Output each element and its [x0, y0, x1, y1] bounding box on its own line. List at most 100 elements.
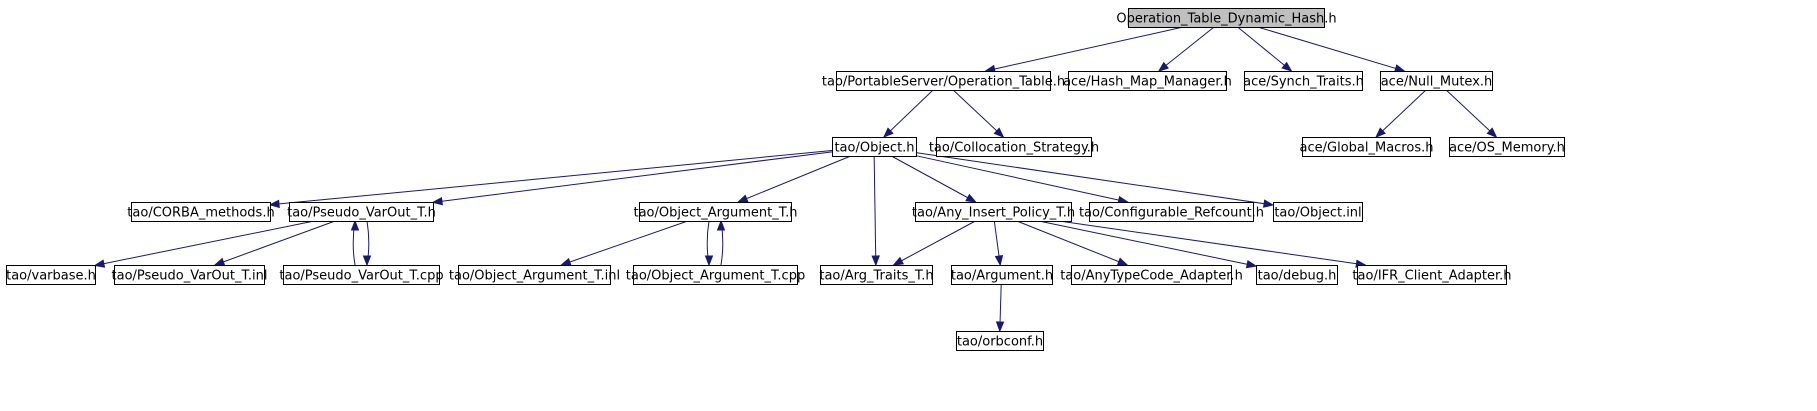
edge-object-to-conf_refcount	[915, 155, 1128, 203]
arrowhead-icon	[1245, 260, 1258, 269]
edge-pseudo_varout-to-pseudo_inl	[214, 220, 336, 266]
edge-obj_arg-to-obj_arg_inl	[561, 220, 688, 266]
node-varbase[interactable]: tao/varbase.h	[6, 265, 96, 285]
node-box	[1071, 265, 1232, 285]
arrowhead-icon	[1486, 127, 1498, 138]
node-colloc[interactable]: tao/Collocation_Strategy.h	[929, 137, 1099, 157]
edge-object-to-arg_traits	[873, 155, 877, 266]
node-pseudo-varout[interactable]: tao/Pseudo_VarOut_T.h	[287, 202, 436, 222]
node-obj-arg-cpp[interactable]: tao/Object_Argument_T.cpp	[626, 265, 805, 285]
edge-null_mutex-to-global_macros	[1375, 89, 1427, 138]
node-pseudo-cpp[interactable]: tao/Pseudo_VarOut_T.cpp	[279, 265, 444, 285]
node-label: tao/CORBA_methods.h	[127, 206, 274, 221]
edge-object-to-object_inl	[915, 152, 1274, 206]
node-label: tao/orbconf.h	[957, 335, 1043, 350]
node-label: tao/Pseudo_VarOut_T.inl	[112, 269, 268, 284]
node-box	[1273, 202, 1363, 222]
node-op-table[interactable]: tao/PortableServer/Operation_Table.h	[822, 71, 1065, 91]
node-obj-arg-inl[interactable]: tao/Object_Argument_T.inl	[449, 265, 620, 285]
node-label: ace/Global_Macros.h	[1300, 141, 1434, 156]
node-label: ace/Null_Mutex.h	[1381, 75, 1493, 90]
node-box	[1068, 71, 1227, 91]
node-conf-refcount[interactable]: tao/Configurable_Refcount.h	[1079, 202, 1264, 222]
arrowhead-icon	[362, 255, 372, 267]
node-global-macros[interactable]: ace/Global_Macros.h	[1300, 137, 1434, 157]
arrowhead-icon	[993, 127, 1005, 138]
edge-any_insert-to-ifr	[1059, 220, 1366, 266]
arrowhead-icon	[1262, 199, 1275, 208]
node-label: Operation_Table_Dynamic_Hash.h	[1116, 12, 1336, 27]
arrowhead-icon	[995, 321, 1005, 333]
node-label: tao/Argument.h	[951, 269, 1053, 284]
node-object-inl[interactable]: tao/Object.inl	[1273, 202, 1363, 222]
edge-object-to-corba_methods	[269, 150, 833, 206]
edge-object-to-obj_arg	[738, 155, 851, 203]
arrowhead-icon	[1394, 64, 1406, 73]
arrowhead-icon	[892, 256, 905, 266]
node-synch[interactable]: ace/Synch_Traits.h	[1243, 71, 1364, 91]
node-obj-arg[interactable]: tao/Object_Argument_T.h	[633, 202, 798, 222]
node-label: tao/Object_Argument_T.inl	[449, 269, 620, 284]
node-box	[1244, 71, 1363, 91]
node-hash-map[interactable]: ace/Hash_Map_Manager.h	[1063, 71, 1232, 91]
node-box	[283, 265, 440, 285]
node-label: tao/Object_Argument_T.cpp	[626, 269, 805, 284]
edge-op_table-to-object	[883, 89, 934, 138]
node-label: tao/PortableServer/Operation_Table.h	[822, 75, 1065, 90]
node-box	[951, 265, 1053, 285]
node-anytype[interactable]: tao/AnyTypeCode_Adapter.h	[1060, 265, 1243, 285]
node-os-memory[interactable]: ace/OS_Memory.h	[1449, 137, 1565, 157]
edge-op_dyn-to-op_table	[985, 26, 1184, 72]
node-box	[633, 265, 798, 285]
node-argument[interactable]: tao/Argument.h	[951, 265, 1053, 285]
edge-any_insert-to-anytype	[1016, 220, 1128, 266]
node-label: tao/Arg_Traits_T.h	[819, 269, 933, 284]
arrowhead-icon	[350, 219, 360, 231]
node-box	[936, 137, 1092, 157]
node-arg-traits[interactable]: tao/Arg_Traits_T.h	[819, 265, 934, 285]
edge-op_dyn-to-synch	[1237, 26, 1292, 72]
node-box	[1449, 137, 1565, 157]
edge-object-to-any_insert	[891, 155, 976, 203]
node-label: tao/varbase.h	[6, 269, 96, 284]
node-box	[836, 71, 1051, 91]
node-null-mutex[interactable]: ace/Null_Mutex.h	[1380, 71, 1493, 91]
node-box	[956, 331, 1044, 351]
node-label: tao/Object_Argument_T.h	[633, 206, 797, 221]
node-box	[820, 265, 933, 285]
node-label: tao/Pseudo_VarOut_T.h	[287, 206, 436, 221]
arrowhead-icon	[1157, 61, 1169, 72]
arrowhead-icon	[871, 255, 880, 267]
node-label: tao/Collocation_Strategy.h	[929, 141, 1099, 156]
node-label: tao/Pseudo_VarOut_T.cpp	[279, 269, 443, 284]
node-box	[639, 202, 792, 222]
nodes-layer: Operation_Table_Dynamic_Hash.h tao/Portab…	[6, 8, 1565, 351]
node-label: tao/IFR_Client_Adapter.h	[1352, 269, 1511, 284]
edge-pseudo_varout-to-varbase	[94, 220, 315, 266]
node-box	[289, 202, 434, 222]
arrowhead-icon	[704, 255, 714, 267]
node-box	[1256, 265, 1338, 285]
node-label: ace/Hash_Map_Manager.h	[1063, 75, 1232, 90]
node-pseudo-inl[interactable]: tao/Pseudo_VarOut_T.inl	[112, 265, 268, 285]
arrowhead-icon	[882, 127, 894, 138]
node-debug[interactable]: tao/debug.h	[1256, 265, 1338, 285]
node-box	[1380, 71, 1493, 91]
edge-op_table-to-colloc	[952, 89, 1004, 138]
node-orbconf[interactable]: tao/orbconf.h	[956, 331, 1044, 351]
arrowhead-icon	[736, 194, 749, 203]
node-ifr[interactable]: tao/IFR_Client_Adapter.h	[1352, 265, 1512, 285]
node-box	[832, 137, 917, 157]
node-corba-methods[interactable]: tao/CORBA_methods.h	[127, 202, 275, 222]
node-box	[1302, 137, 1431, 157]
arrowhead-icon	[431, 196, 443, 206]
node-label: ace/Synch_Traits.h	[1243, 75, 1364, 90]
node-label: tao/AnyTypeCode_Adapter.h	[1060, 269, 1243, 284]
node-op-dyn[interactable]: Operation_Table_Dynamic_Hash.h	[1116, 8, 1337, 28]
arrowhead-icon	[1116, 257, 1129, 266]
node-box	[1089, 202, 1254, 222]
node-object[interactable]: tao/Object.h	[832, 137, 917, 157]
node-box	[114, 265, 265, 285]
node-any-insert[interactable]: tao/Any_Insert_Policy_T.h	[912, 202, 1075, 222]
node-box	[458, 265, 611, 285]
